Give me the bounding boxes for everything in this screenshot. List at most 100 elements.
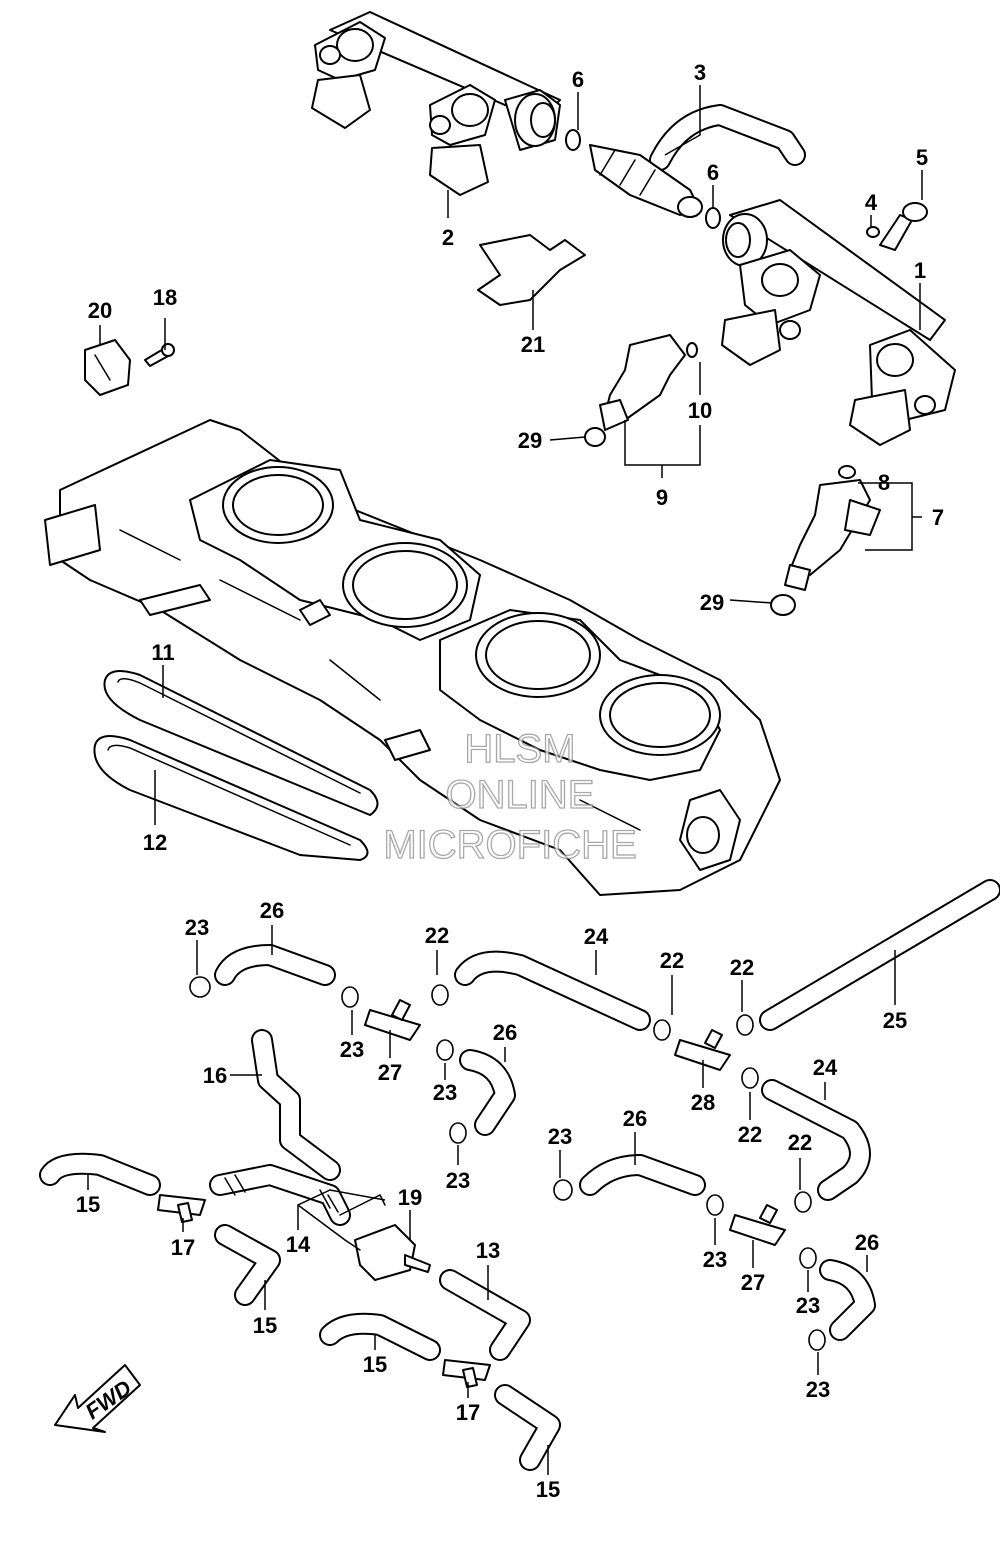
watermark-line-2: ONLINE [446,773,595,817]
clamp-23-f [706,1194,724,1216]
clamp-22-e [794,1191,812,1213]
callout-16: 16 [203,1063,227,1088]
clamp-22-a [431,984,449,1006]
o-ring-8 [838,465,856,479]
fuel-delivery-pipe-upper [311,11,561,196]
watermark-line-3: MICROFICHE [383,823,636,867]
callout-14: 14 [286,1232,311,1257]
callout-29-lower: 29 [700,590,724,615]
callout-17-a: 17 [171,1235,195,1260]
clamp-22-b [653,1019,671,1041]
screw-18 [144,343,175,367]
hose-26-c [579,1154,706,1196]
callout-29-upper: 29 [518,428,542,453]
callout-6-lower: 6 [707,160,719,185]
callout-23-b: 23 [340,1037,364,1062]
sensor-20 [84,339,131,396]
callout-12: 12 [143,830,167,855]
cushion-29-lower [770,594,796,616]
callout-21: 21 [521,332,545,357]
callout-17-b: 17 [456,1400,480,1425]
o-ring-6-upper [565,129,581,151]
bolt-5 [879,202,928,251]
callout-5: 5 [916,145,928,170]
fuel-feed-pipe [589,104,806,218]
gasket-12 [93,735,369,861]
fuel-injector-7 [784,479,881,591]
callout-9: 9 [656,485,668,510]
hose-24-b [761,1079,871,1201]
callout-6-upper: 6 [572,67,584,92]
clamps [189,976,826,1351]
callout-15-c: 15 [363,1352,387,1377]
clamp-22-d [741,1067,759,1089]
clamp-23-a [189,976,211,998]
callout-23-d: 23 [446,1168,470,1193]
callout-27-a: 27 [378,1060,402,1085]
cushion-29-upper [584,427,606,447]
hose-13 [439,1269,531,1361]
hose-14 [209,1164,351,1226]
callout-24-a: 24 [584,924,609,949]
hose-26-a [214,944,336,986]
watermark-line-1: HLSM [464,727,575,771]
callout-23-g: 23 [796,1293,820,1318]
callout-23-h: 23 [806,1377,830,1402]
joint-28 [674,1029,731,1071]
callout-19: 19 [398,1185,422,1210]
callout-27-b: 27 [741,1270,765,1295]
callout-26-a: 26 [260,898,284,923]
callout-22-b: 22 [660,948,684,973]
joint-27-a [364,999,421,1041]
callout-28: 28 [691,1090,715,1115]
callout-labels: 1 2 3 4 5 6 6 7 8 9 10 11 12 13 14 15 15… [76,60,944,1502]
callout-26-b: 26 [493,1020,517,1045]
watermark: HLSM ONLINE MICROFICHE [383,726,638,867]
callout-22-d: 22 [788,1130,812,1155]
hose-25 [759,879,1000,1031]
callout-23-f: 23 [703,1247,727,1272]
hose-15-c [319,1312,441,1361]
callout-7: 7 [932,505,944,530]
hose-26-b [459,1049,516,1136]
clamp-23-e [553,1179,573,1201]
callout-22-e: 22 [738,1122,762,1147]
clamp-22-c [736,1014,754,1036]
hose-16 [251,1029,341,1181]
clamp-23-b [341,986,359,1008]
hose-15-a [39,1152,161,1196]
callout-23-e: 23 [548,1124,572,1149]
callout-22-c: 22 [730,955,754,980]
callout-24-b: 24 [813,1055,838,1080]
o-ring-6-lower [705,207,721,229]
callout-26-c: 26 [623,1106,647,1131]
callout-3: 3 [694,60,706,85]
callout-8: 8 [878,470,890,495]
callout-15-d: 15 [536,1477,560,1502]
callout-15-b: 15 [253,1313,277,1338]
callout-10: 10 [688,398,712,423]
callout-25: 25 [883,1008,907,1033]
clamp-23-g [799,1247,817,1269]
clamp-23-h [808,1329,826,1351]
joint-17-b [442,1359,491,1388]
joint-27-b [729,1204,786,1246]
callout-4: 4 [865,190,878,215]
fuel-injector-9 [599,334,686,431]
throttle-body [44,419,781,896]
callout-2: 2 [442,225,454,250]
hose-15-b [214,1224,281,1306]
callout-23-a: 23 [185,915,209,940]
leader-lines [87,85,923,1475]
callout-22-a: 22 [425,923,449,948]
callout-11: 11 [151,640,174,665]
hose-15-d [494,1384,561,1471]
callout-20: 20 [88,298,112,323]
callout-23-c: 23 [433,1080,457,1105]
injector-clip-21 [477,234,586,306]
callout-26-d: 26 [855,1230,879,1255]
callout-13: 13 [476,1238,500,1263]
callout-18: 18 [153,285,177,310]
callout-15-a: 15 [76,1192,100,1217]
